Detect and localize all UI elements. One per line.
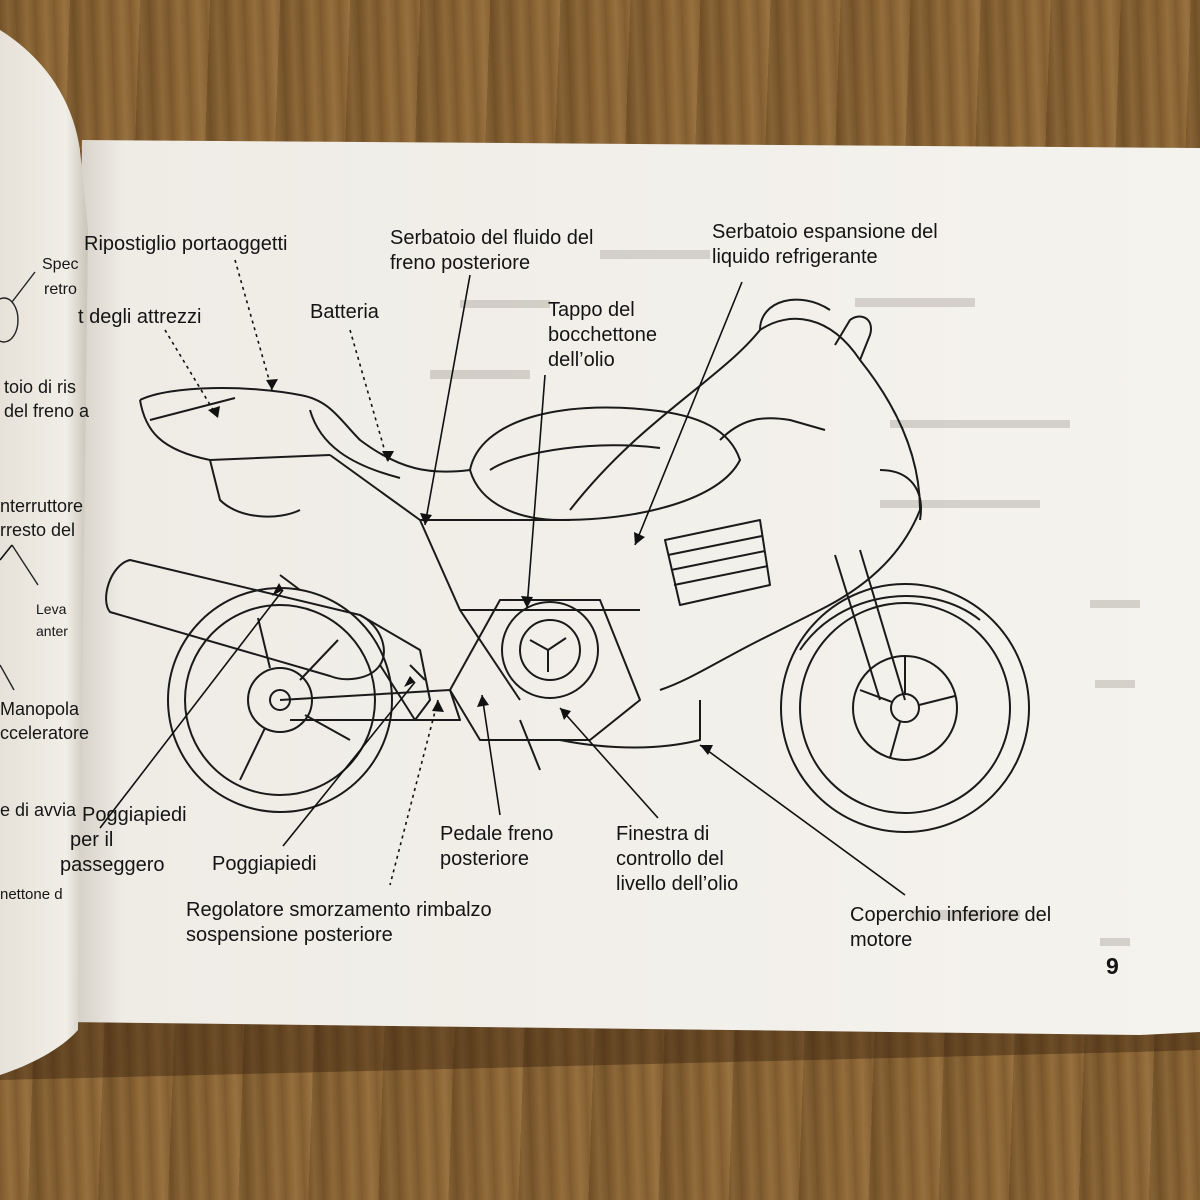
- left-fragment: Leva: [36, 601, 67, 617]
- belly-pan: [559, 700, 701, 749]
- exhaust: [105, 559, 385, 681]
- label-line: Serbatoio del fluido del: [390, 227, 594, 249]
- label-line: Finestra di: [616, 823, 710, 845]
- label-line: liquido refrigerante: [712, 246, 878, 268]
- leader-refrigerante: [634, 281, 743, 546]
- left-fragment: nettone d: [0, 886, 63, 903]
- frame: [329, 454, 640, 701]
- label-line: Tappo del: [548, 299, 635, 321]
- leader-batteria: [349, 329, 389, 463]
- leader-coperchio: [699, 744, 906, 896]
- front-wheel: [780, 583, 1030, 833]
- leader-poggiapiedi-passeggero: [99, 589, 284, 829]
- label-serbatoio-refrigerante: Serbatoio espansione del liquido refrige…: [712, 220, 938, 270]
- label-poggiapiedi: Poggiapiedi: [212, 853, 317, 875]
- label-batteria: Batteria: [310, 301, 379, 323]
- label-line: posteriore: [440, 848, 529, 870]
- leader-tappo-olio: [526, 374, 546, 609]
- label-poggiapiedi-passeggero: Poggiapiedi per il passeggero: [60, 803, 187, 878]
- right-page: [66, 140, 1200, 1035]
- left-page: [0, 30, 88, 1075]
- left-fragment: nterruttore: [0, 496, 84, 516]
- left-fragment: cceleratore: [0, 723, 90, 743]
- label-pedale-freno-posteriore: Pedale freno posteriore: [440, 822, 553, 872]
- left-fragment: t degli attrezzi: [78, 306, 202, 328]
- left-page-art: [0, 271, 39, 691]
- label-coperchio-inferiore-motore: Coperchio inferiore del motore: [850, 903, 1051, 953]
- label-line: Regolatore smorzamento rimbalzo: [186, 899, 492, 921]
- leader-ripostiglio: [234, 259, 273, 391]
- leader-poggiapiedi: [282, 681, 416, 847]
- label-finestra-controllo-olio: Finestra di controllo del livello dell’o…: [616, 822, 738, 897]
- motorcycle-illustration: [105, 298, 1030, 833]
- label-line: Pedale freno: [440, 823, 554, 845]
- label-regolatore-smorzamento: Regolatore smorzamento rimbalzo sospensi…: [186, 898, 492, 948]
- page-number: 9: [1106, 953, 1119, 979]
- label-line: bocchettone: [548, 324, 657, 346]
- label-line: per il: [70, 829, 114, 851]
- tail-section: [139, 399, 331, 461]
- left-fragment: anter: [36, 623, 68, 639]
- label-line: Coperchio inferiore del: [850, 904, 1052, 926]
- label-line: Poggiapiedi: [82, 804, 187, 826]
- show-through-text: [430, 250, 1140, 946]
- left-fragment: e di avvia: [0, 800, 77, 820]
- leader-arrowheads: [208, 379, 713, 755]
- left-fragment: Manopola: [0, 699, 80, 719]
- fuel-tank: [469, 406, 741, 521]
- label-line: motore: [850, 929, 913, 951]
- leader-lines: [0, 259, 906, 896]
- left-fragment: del freno a: [4, 401, 90, 421]
- label-tappo-bocchettone-olio: Tappo del bocchettone dell’olio: [548, 298, 657, 373]
- label-line: controllo del: [616, 848, 724, 870]
- left-fragment: toio di ris: [4, 377, 77, 397]
- leader-pedale-freno: [481, 694, 501, 816]
- label-line: Serbatoio espansione del: [712, 221, 938, 243]
- left-fragment: Spec: [42, 256, 79, 273]
- leader-attrezzi: [164, 329, 219, 419]
- label-line: passeggero: [60, 854, 165, 876]
- seat: [139, 387, 471, 473]
- label-line: sospensione posteriore: [186, 924, 393, 946]
- label-line: livello dell’olio: [616, 873, 739, 895]
- leader-finestra-olio: [559, 707, 659, 819]
- engine-cover: [501, 601, 599, 699]
- leader-freno-fluido: [424, 274, 471, 526]
- left-fragment: rresto del: [0, 520, 76, 540]
- label-line: freno posteriore: [390, 252, 531, 274]
- fairing: [569, 317, 921, 691]
- left-fragment: retro: [44, 281, 77, 298]
- label-line: dell’olio: [548, 349, 615, 371]
- label-serbatoio-fluido-freno: Serbatoio del fluido del freno posterior…: [390, 226, 593, 276]
- label-ripostiglio-portaoggetti: Ripostiglio portaoggetti: [84, 233, 288, 255]
